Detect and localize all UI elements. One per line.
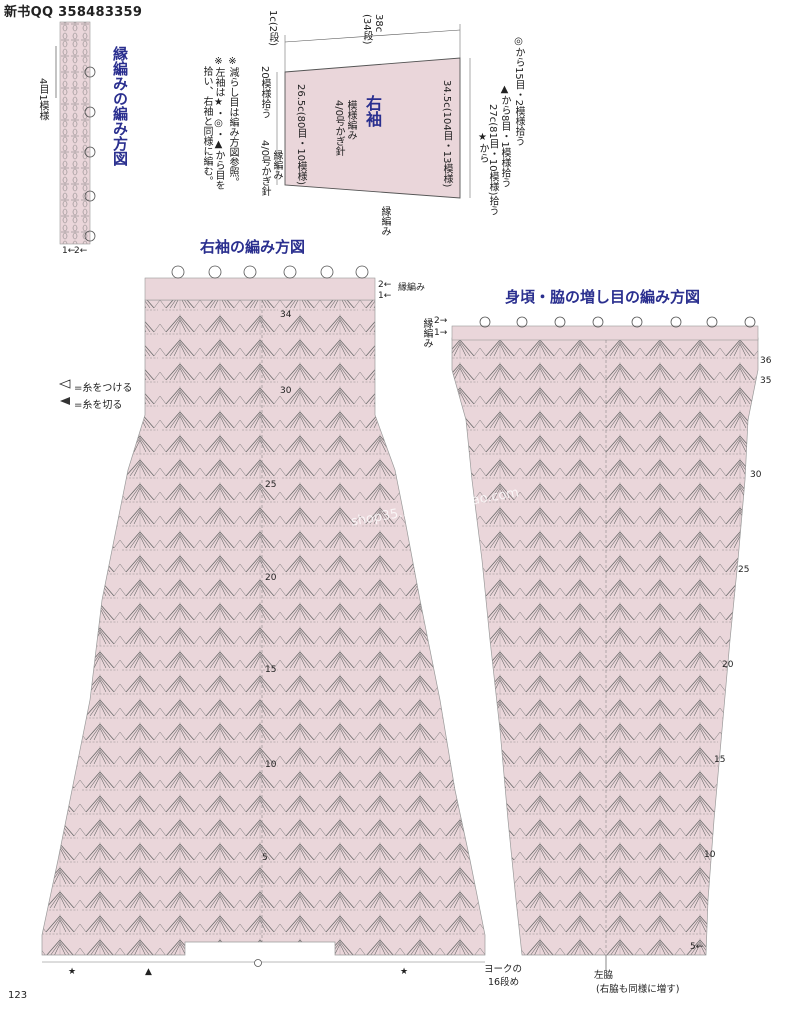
sleeve-chart-shape	[41, 299, 486, 956]
body-row-number: 5←	[690, 942, 704, 952]
bottom-mark-star: ★	[68, 967, 77, 977]
yoke-label-1: ヨークの	[484, 964, 523, 975]
circle-mark	[254, 959, 262, 967]
sleeve-row-mark: 1←	[378, 291, 392, 301]
schematic-left-length: 26.5c(80目・10模様)	[295, 84, 306, 186]
schematic-right-length: 34.5c(104目・13模様)	[441, 80, 452, 188]
schematic-top-width-sub: (34段)	[361, 14, 372, 45]
body-row-number: 30	[750, 470, 762, 480]
body-row-number: 25	[738, 565, 750, 575]
sleeve-schematic-shape	[284, 57, 461, 199]
schematic-bottom-edge: 縁編み	[379, 206, 390, 236]
header-text: 新书QQ 358483359	[4, 5, 143, 20]
left-side-label: 左脇	[594, 970, 614, 981]
legend-attach: =糸をつける	[74, 383, 133, 394]
schematic-title: 右袖	[363, 95, 382, 127]
body-row-number: 20	[722, 660, 734, 670]
schematic-edge-rows: 1c(2段)	[267, 10, 278, 47]
edge-chart-strip	[59, 21, 91, 245]
schematic-right-sub: 27c(81目・10模様)拾う	[487, 104, 498, 216]
bottom-mark-triangle: ▲	[145, 967, 152, 977]
left-side-sub: (右脇も同様に増す)	[596, 984, 680, 995]
sleeve-row-number: 34	[280, 310, 292, 320]
body-chart-shape	[451, 337, 759, 956]
body-row-number: 36	[760, 356, 772, 366]
body-row-mark: 1→	[434, 328, 448, 338]
sleeve-row-number: 5	[262, 853, 268, 863]
sleeve-row-mark: 2←	[378, 280, 392, 290]
body-row-number: 35	[760, 376, 772, 386]
schematic-pickup-3: ★から	[477, 132, 488, 163]
page-number: 123	[8, 990, 28, 1001]
schematic-note-1: ※減らし目は編み方図参照。	[227, 56, 238, 187]
body-row-number: 10	[704, 850, 716, 860]
schematic-left-pick: 20模様拾う	[259, 66, 270, 119]
edge-chart-loops	[84, 66, 96, 242]
schematic-top-dimension	[284, 29, 461, 43]
sleeve-edge-label: 縁編み	[398, 283, 426, 293]
schematic-left-edge: 縁編み	[271, 150, 282, 180]
schematic-pattern: 模様編み	[345, 100, 356, 140]
schematic-note-2: ※左袖は★・◎・▲から目を	[213, 56, 224, 190]
sleeve-row-number: 20	[265, 573, 277, 583]
sleeve-row-number: 15	[265, 665, 277, 675]
bottom-mark-star: ★	[400, 967, 409, 977]
body-edge-band	[451, 325, 759, 341]
body-chart-title: 身頃・脇の増し目の編み方図	[505, 288, 701, 306]
sleeve-row-number: 25	[265, 480, 277, 490]
schematic-left-hook: 4/0号かぎ針	[259, 140, 270, 197]
edge-row-mark: 1←	[62, 246, 76, 256]
yoke-label-2: 16段め	[488, 977, 520, 988]
schematic-top-width: 38c	[373, 14, 384, 33]
sleeve-row-number: 10	[265, 760, 277, 770]
attach-yarn-icon	[58, 379, 71, 389]
schematic-pickup-2: ▲から8目・1模様拾う	[499, 84, 510, 188]
body-row-number: 15	[714, 755, 726, 765]
edge-repeat-label: 4目1模様	[37, 78, 48, 121]
sleeve-edge-loops	[171, 265, 369, 279]
schematic-hook: 4/0号かぎ針	[333, 100, 344, 157]
sleeve-chart-title: 右袖の編み方図	[200, 238, 306, 256]
schematic-pickup-1: ◎から15目・2模様拾う	[513, 36, 524, 147]
body-edge-loops	[479, 316, 756, 328]
edge-chart-title: 縁編みの編み方図	[111, 46, 129, 166]
edge-row-mark: 2←	[74, 246, 88, 256]
sleeve-row-number: 30	[280, 386, 292, 396]
schematic-note-3: 拾い、右袖と同様に編む。	[201, 66, 212, 186]
body-row-mark: 2→	[434, 316, 448, 326]
legend-cut: =糸を切る	[74, 400, 123, 411]
sleeve-edge-band	[144, 277, 376, 301]
cut-yarn-icon	[60, 397, 70, 405]
body-edge-label: 縁編み	[421, 318, 432, 348]
